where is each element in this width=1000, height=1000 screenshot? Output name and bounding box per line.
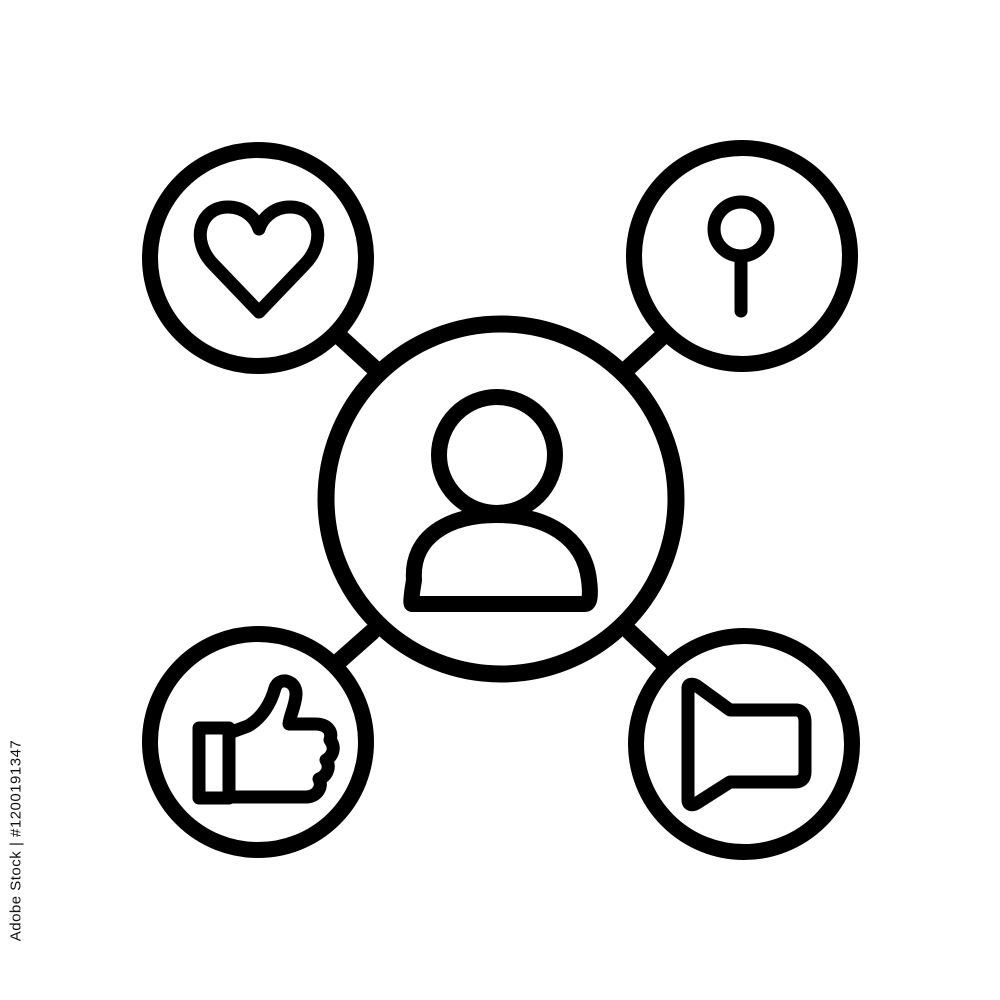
user-icon-body [403, 507, 598, 612]
stock-id-watermark: Adobe Stock | #1200191347 [2, 739, 30, 941]
location-pin-icon [707, 195, 775, 318]
satellite-top-left [142, 142, 374, 374]
connector-bottom-right [621, 623, 674, 674]
thumbs-up-hand [222, 674, 340, 804]
satellite-ring-top-left [142, 142, 374, 374]
satellite-ring-top-right [626, 140, 858, 372]
play-icon [681, 677, 812, 812]
satellite-bottom-right [628, 628, 860, 860]
connector-top-right [619, 327, 672, 377]
stock-id-text: Adobe Stock | #1200191347 [7, 739, 25, 941]
user-icon-head [431, 389, 563, 521]
thumbs-up-cuff [192, 721, 236, 805]
satellite-bottom-left [142, 626, 374, 858]
connectors [328, 327, 674, 674]
thumbs-up-icon [192, 674, 340, 805]
connector-top-left [330, 327, 383, 377]
heart-icon [193, 200, 325, 319]
satellite-top-right [626, 140, 858, 372]
user-icon [403, 389, 598, 612]
center-node-ring [317, 315, 685, 683]
connector-bottom-left [328, 623, 381, 672]
satellite-ring-bottom-left [142, 626, 374, 858]
center-node [317, 315, 685, 683]
location-pin-head [707, 195, 775, 263]
satellite-ring-bottom-right [628, 628, 860, 860]
